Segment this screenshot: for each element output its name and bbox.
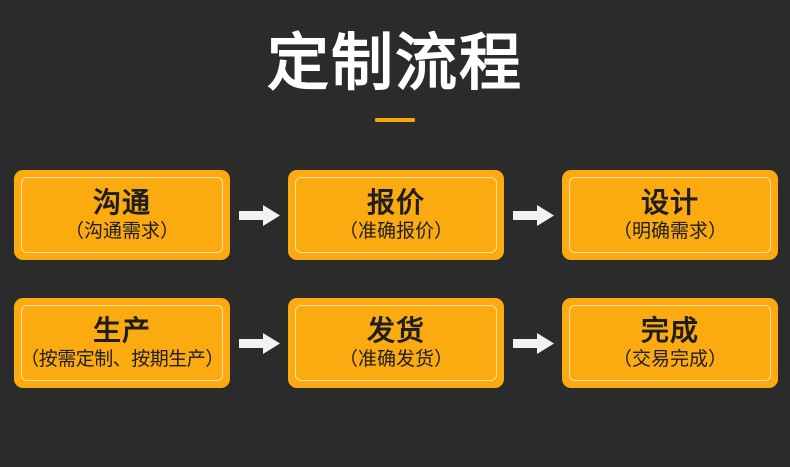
step-subtitle: （沟通需求） bbox=[64, 221, 179, 242]
flow-arrow-2 bbox=[504, 170, 562, 260]
header: 定制流程 bbox=[0, 28, 790, 122]
flow-step-completion[interactable]: 完成 （交易完成） bbox=[562, 298, 778, 388]
flow-arrow-1 bbox=[230, 170, 288, 260]
flow-step-shipping[interactable]: 发货 （准确发货） bbox=[288, 298, 504, 388]
arrow-right-icon bbox=[512, 332, 554, 354]
step-title: 完成 bbox=[640, 315, 699, 346]
step-subtitle: （交易完成） bbox=[612, 349, 727, 370]
flow-diagram: 沟通 （沟通需求） 报价 （准确报价） bbox=[0, 170, 790, 388]
step-subtitle: （明确需求） bbox=[612, 221, 727, 242]
page-title: 定制流程 bbox=[266, 29, 523, 98]
title-accent-underline bbox=[375, 118, 415, 122]
flow-arrow-4 bbox=[504, 298, 562, 388]
flow-row-1: 沟通 （沟通需求） 报价 （准确报价） bbox=[0, 170, 790, 260]
arrow-right-icon bbox=[238, 332, 280, 354]
step-title: 沟通 bbox=[92, 187, 151, 218]
flow-step-design[interactable]: 设计 （明确需求） bbox=[562, 170, 778, 260]
step-subtitle: （按需定制、按期生产） bbox=[20, 349, 224, 370]
step-title: 报价 bbox=[366, 187, 425, 218]
flow-row-2: 生产 （按需定制、按期生产） 发货 （准确发货） bbox=[0, 298, 790, 388]
step-content: 报价 （准确报价） bbox=[288, 186, 504, 244]
step-title: 设计 bbox=[640, 187, 699, 218]
step-content: 生产 （按需定制、按期生产） bbox=[14, 314, 230, 372]
flow-step-quotation[interactable]: 报价 （准确报价） bbox=[288, 170, 504, 260]
step-subtitle: （准确发货） bbox=[338, 349, 453, 370]
flow-step-production[interactable]: 生产 （按需定制、按期生产） bbox=[14, 298, 230, 388]
step-content: 完成 （交易完成） bbox=[562, 314, 778, 372]
step-content: 设计 （明确需求） bbox=[562, 186, 778, 244]
step-title: 生产 bbox=[92, 315, 151, 346]
arrow-right-icon bbox=[238, 204, 280, 226]
flow-arrow-3 bbox=[230, 298, 288, 388]
step-content: 沟通 （沟通需求） bbox=[14, 186, 230, 244]
step-content: 发货 （准确发货） bbox=[288, 314, 504, 372]
flow-step-communication[interactable]: 沟通 （沟通需求） bbox=[14, 170, 230, 260]
arrow-right-icon bbox=[512, 204, 554, 226]
step-subtitle: （准确报价） bbox=[338, 221, 453, 242]
step-title: 发货 bbox=[366, 315, 425, 346]
